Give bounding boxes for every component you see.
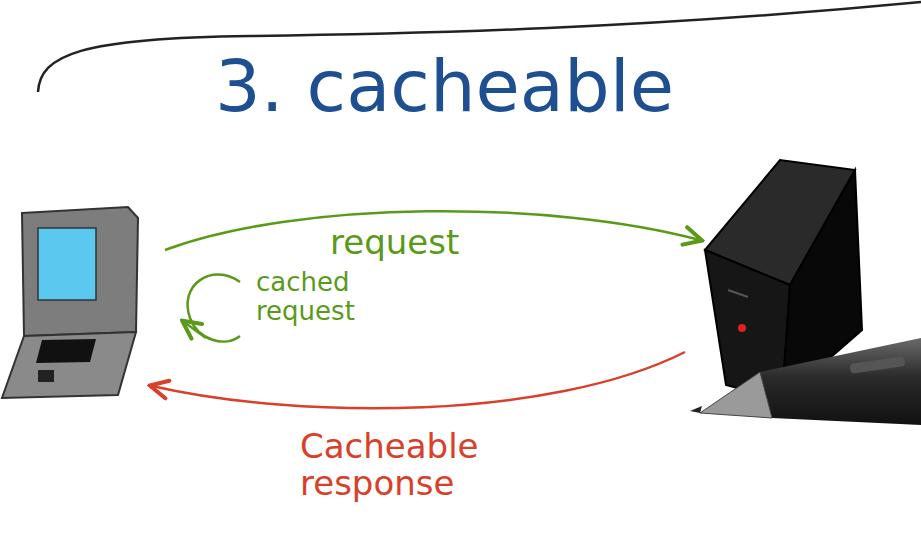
pen-illustration: [690, 338, 921, 425]
response-arrow: [152, 352, 685, 408]
title: 3. cacheable: [215, 50, 674, 122]
cache-loop-head: [184, 322, 206, 338]
laptop-icon: [2, 207, 138, 398]
arrow-label: request: [330, 224, 459, 261]
loop-label: cached request: [256, 268, 396, 325]
arrow-label: Cacheable response: [300, 428, 510, 503]
